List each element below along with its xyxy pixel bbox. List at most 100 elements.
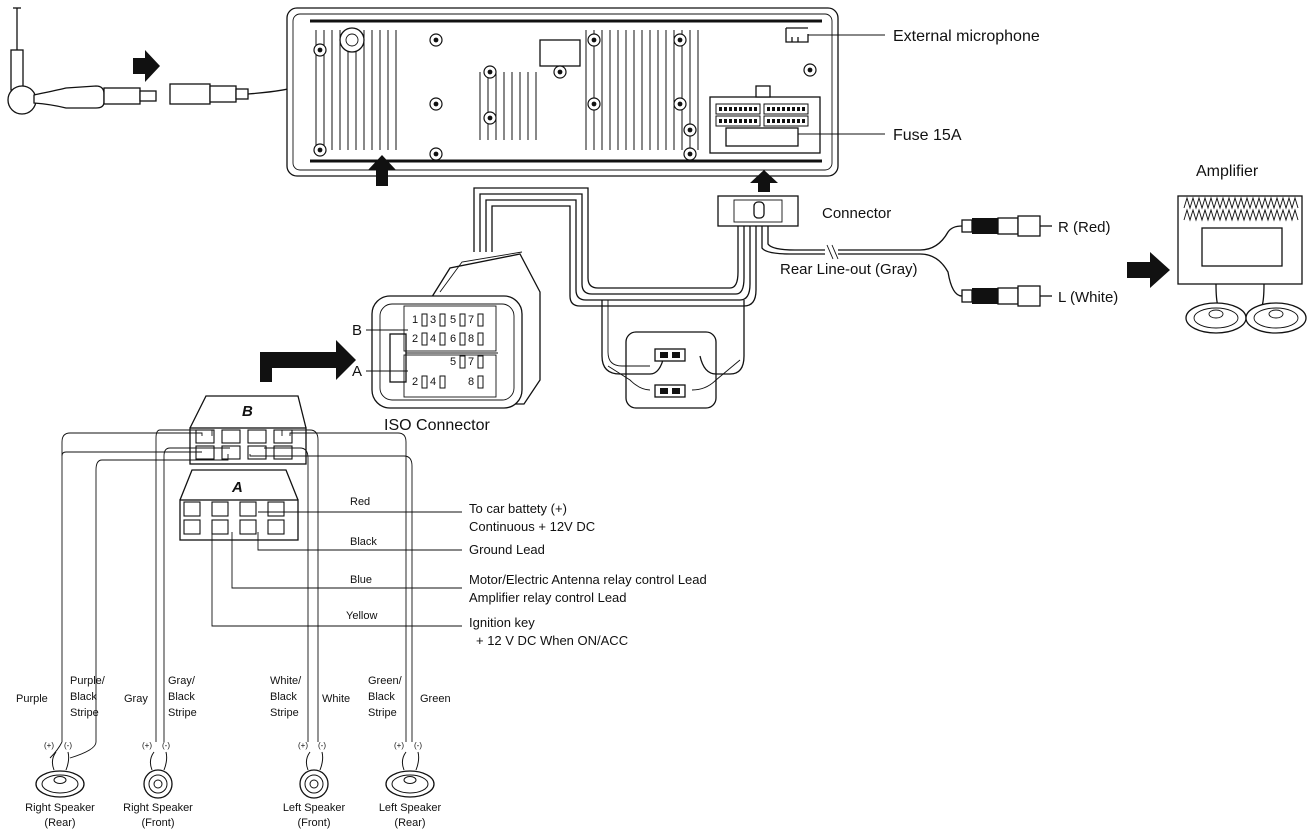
speaker-wire-labels: Purple Purple/ Black Stripe Gray Gray/ B… <box>16 675 451 719</box>
connector-label: Connector <box>822 205 891 222</box>
iso-pin-number: 4 <box>430 333 436 345</box>
wire-label-line: Black <box>168 691 195 703</box>
plug-a-cells <box>183 501 285 535</box>
speaker-1: (+) (-) Right Speaker (Rear) <box>25 741 95 829</box>
wire-label-line: Stripe <box>70 707 99 719</box>
speaker-name: Right Speaker <box>25 802 95 814</box>
speaker-4: (+) (-) Left Speaker (Rear) <box>379 741 442 829</box>
polarity-minus: (-) <box>64 741 72 750</box>
wire-label-line: Black <box>270 691 297 703</box>
power-lead-black: Black Ground Lead <box>350 536 545 557</box>
iso-pin-number: 8 <box>468 333 474 345</box>
iso-pin-number: 5 <box>450 356 456 368</box>
arrow-to-lineout-port-icon <box>750 170 778 192</box>
plug-a-label: A <box>231 479 243 496</box>
wire-color-label: Blue <box>350 574 372 586</box>
speaker-position: (Front) <box>298 817 331 829</box>
wire-label-line: Gray/ <box>168 675 196 687</box>
iso-pin-number: 4 <box>430 376 436 388</box>
speaker-position: (Rear) <box>394 817 425 829</box>
external-microphone-label: External microphone <box>893 28 1040 45</box>
speaker-position: (Front) <box>142 817 175 829</box>
lead-description-2: Amplifier relay control Lead <box>469 590 627 605</box>
iso-pin-number: 3 <box>430 314 436 326</box>
lead-description: Ignition key <box>469 615 535 630</box>
wire-label-line: Black <box>368 691 395 703</box>
arrow-to-iso-connector-icon <box>260 340 356 382</box>
antenna-plug <box>7 7 157 115</box>
polarity-plus: (+) <box>44 741 54 750</box>
wire-label-white-black-stripe: White/ Black Stripe <box>270 675 302 719</box>
rca-cables <box>761 215 1052 307</box>
power-lead-yellow: Yellow Ignition key + 12 V DC When ON/AC… <box>346 610 628 648</box>
wire-label-line: White/ <box>270 675 302 687</box>
speaker-name: Left Speaker <box>379 802 442 814</box>
rear-lineout-label: Rear Line-out (Gray) <box>780 261 918 278</box>
iso-pin-number: 8 <box>468 376 474 388</box>
iso-row-b-label: B <box>352 322 362 339</box>
wire-label-white: White <box>322 693 350 705</box>
power-lead-red: Red To car battety (+) Continuous + 12V … <box>350 496 595 534</box>
iso-pin-number: 1 <box>412 314 418 326</box>
wire-label-gray: Gray <box>124 693 148 705</box>
wire-label-line: Black <box>70 691 97 703</box>
wire-label-line: Stripe <box>168 707 197 719</box>
fuse-label: Fuse 15A <box>893 127 962 144</box>
plug-b-label: B <box>242 403 253 420</box>
wire-label-purple-black-stripe: Purple/ Black Stripe <box>70 675 106 719</box>
iso-pin-number: 7 <box>468 356 474 368</box>
wire-label-green: Green <box>420 693 451 705</box>
amplifier <box>1177 195 1307 334</box>
lineout-connector <box>717 195 799 227</box>
iso-pin-number: 7 <box>468 314 474 326</box>
wire-label-gray-black-stripe: Gray/ Black Stripe <box>168 675 197 719</box>
polarity-plus: (+) <box>298 741 308 750</box>
polarity-plus: (+) <box>394 741 404 750</box>
wire-label-purple: Purple <box>16 693 48 705</box>
speaker-2: (+) (-) Right Speaker (Front) <box>123 741 193 829</box>
wire-label-green-black-stripe: Green/ Black Stripe <box>368 675 403 719</box>
lead-description: Ground Lead <box>469 542 545 557</box>
polarity-minus: (-) <box>414 741 422 750</box>
screw-holes <box>313 33 817 161</box>
antenna-extension <box>169 49 349 105</box>
iso-row-a-label: A <box>352 363 362 380</box>
wire-color-label: Red <box>350 496 370 508</box>
lead-description: To car battety (+) <box>469 501 567 516</box>
polarity-minus: (-) <box>162 741 170 750</box>
speaker-position: (Rear) <box>44 817 75 829</box>
speaker-3: (+) (-) Left Speaker (Front) <box>283 741 346 829</box>
wire-label-line: Stripe <box>270 707 299 719</box>
polarity-plus: (+) <box>142 741 152 750</box>
arrow-to-amplifier-icon <box>1127 252 1170 288</box>
l-white-label: L (White) <box>1058 289 1118 306</box>
wire-color-label: Yellow <box>346 610 377 622</box>
lead-description-2: + 12 V DC When ON/ACC <box>476 633 628 648</box>
amplifier-label: Amplifier <box>1196 163 1259 180</box>
power-lead-blue: Blue Motor/Electric Antenna relay contro… <box>350 572 707 605</box>
plug-b <box>189 395 307 465</box>
iso-pin-number: 6 <box>450 333 456 345</box>
lead-description: Motor/Electric Antenna relay control Lea… <box>469 572 707 587</box>
head-unit-pin-grid <box>715 103 809 127</box>
speakers: (+) (-) Right Speaker (Rear) (+) (-) Right Spe… <box>25 741 441 829</box>
speaker-wires <box>49 429 413 759</box>
wire-label-line: Green/ <box>368 675 403 687</box>
harness-bundle <box>473 187 757 409</box>
wire-color-label: Black <box>350 536 377 548</box>
arrow-to-antenna-jack-icon <box>133 50 160 82</box>
r-red-label: R (Red) <box>1058 219 1111 236</box>
iso-pin-number: 5 <box>450 314 456 326</box>
power-leads <box>211 511 462 627</box>
speaker-name: Left Speaker <box>283 802 346 814</box>
iso-pin-number: 2 <box>412 333 418 345</box>
speaker-name: Right Speaker <box>123 802 193 814</box>
polarity-minus: (-) <box>318 741 326 750</box>
plug-a <box>179 469 299 541</box>
wire-label-line: Purple/ <box>70 675 106 687</box>
lead-description-2: Continuous + 12V DC <box>469 519 595 534</box>
iso-pin-number: 2 <box>412 376 418 388</box>
